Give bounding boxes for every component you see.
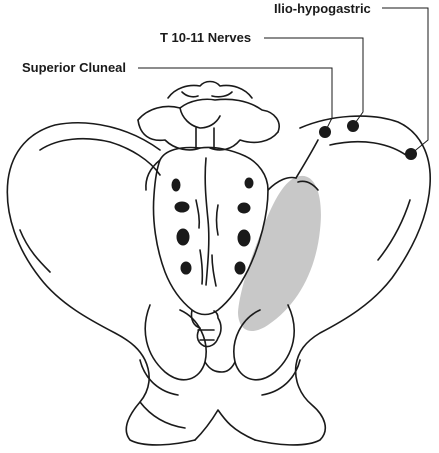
ilio-hypogastric-label: Ilio-hypogastric [274, 1, 371, 16]
ilio-hypogastric-leader [382, 7, 429, 155]
t10-11-nerves-label: T 10-11 Nerves [160, 30, 251, 45]
pelvis-outline [6, 80, 431, 446]
superior-cluneal-leader [138, 67, 333, 133]
superior-cluneal-label: Superior Cluneal [22, 60, 126, 75]
leader-lines [138, 7, 429, 155]
sacral-foramina [171, 177, 254, 275]
t10-11-nerves-leader [264, 37, 364, 127]
nerve-dots [319, 120, 417, 160]
labels: Ilio-hypogastric T 10-11 Nerves Superior… [22, 1, 371, 75]
highlight-region [238, 175, 321, 331]
